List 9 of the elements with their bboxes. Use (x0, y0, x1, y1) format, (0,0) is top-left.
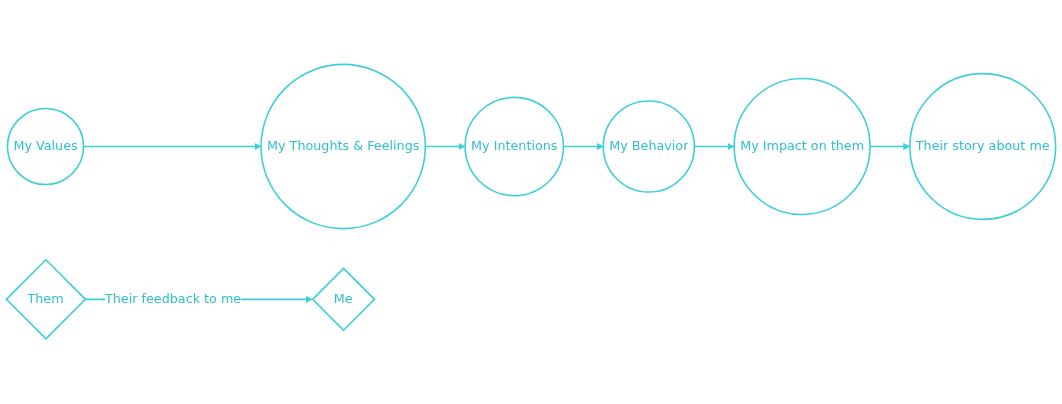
node-circle: My Thoughts & Feelings (260, 63, 427, 230)
node-circle: My Behavior (602, 100, 696, 194)
node-diamond: Me (311, 267, 376, 332)
node-circle: My Impact on them (733, 78, 871, 216)
node-circle: Their story about me (909, 73, 1057, 221)
edge-label: Their feedback to me (104, 291, 242, 307)
node-circle: My Intentions (464, 96, 565, 197)
node-circle: My Values (6, 108, 85, 186)
node-diamond: Them (5, 259, 87, 341)
